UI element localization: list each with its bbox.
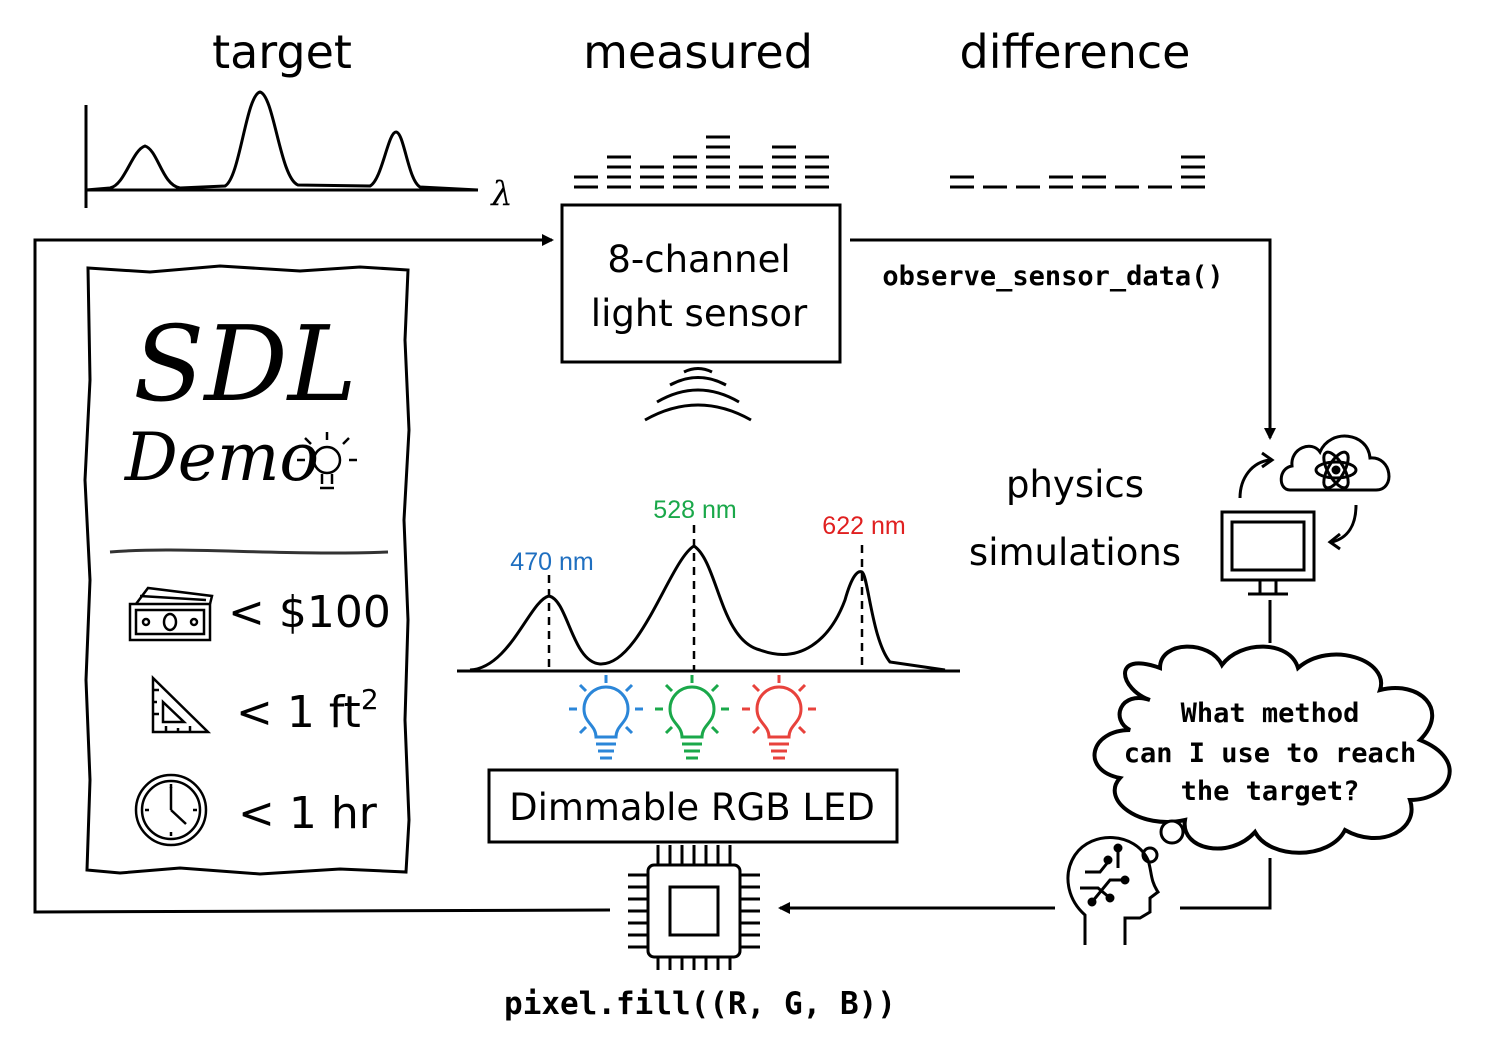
peak-label-470: 470 nm [510, 548, 593, 576]
difference-bar-channel-8 [1181, 155, 1205, 189]
peak-label-622: 622 nm [822, 512, 905, 540]
target-spectrum: λ [84, 90, 513, 214]
thought-cloud: What method can I use to reach the targe… [1092, 644, 1452, 864]
microcontroller-chip-icon [628, 845, 760, 970]
flow-arrows [33, 234, 1276, 914]
green-bulb-icon [655, 675, 729, 760]
measured-bar-channel-7 [772, 145, 796, 189]
sensor-waves-icon [644, 367, 752, 422]
set-square-icon [151, 675, 212, 734]
lightbulb-doodle-icon [297, 432, 357, 490]
difference-bar-channel-4 [1049, 175, 1073, 189]
sdl-demo-card: SDL Demo < $100 [83, 264, 411, 876]
peak-label-528: 528 nm [653, 496, 736, 524]
thought-line3: the target? [1181, 776, 1360, 807]
money-icon [128, 586, 214, 642]
physics-label: physics [1006, 463, 1144, 506]
measured-bar-channel-8 [805, 155, 829, 189]
card-title-demo: Demo [124, 419, 319, 496]
spec-cost: < $100 [228, 587, 391, 638]
blue-bulb-icon [569, 675, 643, 760]
measured-bar-channel-6 [739, 165, 763, 189]
measured-bar-channel-4 [673, 155, 697, 189]
thought-line2: can I use to reach [1124, 738, 1417, 769]
spec-size: < 1 ft2 [236, 683, 379, 738]
measured-bar-channel-1 [574, 175, 598, 189]
difference-bar-channel-5 [1082, 175, 1106, 189]
red-bulb-icon [742, 675, 816, 760]
measured-bar-channel-5 [706, 135, 730, 189]
difference-title: difference [960, 25, 1191, 79]
observe-sensor-data-label: observe_sensor_data() [882, 261, 1223, 292]
sensor-label-line1: 8-channel [607, 238, 790, 281]
spec-size-text: < 1 ft [236, 687, 361, 738]
pixel-fill-label: pixel.fill((R, G, B)) [504, 986, 896, 1022]
spec-time: < 1 hr [238, 788, 378, 839]
rgb-led-box: Dimmable RGB LED [487, 768, 899, 844]
difference-bars [950, 155, 1205, 189]
measured-bar-channel-3 [640, 165, 664, 189]
card-title-sdl: SDL [133, 303, 357, 425]
spec-size-sup: 2 [361, 683, 379, 716]
measured-title: measured [583, 25, 813, 79]
measured-bar-channel-2 [607, 155, 631, 189]
led-spectrum: 470 nm 528 nm 622 nm [457, 496, 960, 673]
ai-brain-head-icon [1066, 836, 1161, 945]
measured-bars [574, 135, 829, 189]
light-sensor-box: 8-channel light sensor [560, 203, 842, 364]
led-bulbs [569, 675, 816, 760]
rgb-led-label: Dimmable RGB LED [509, 786, 875, 829]
card-divider [109, 548, 389, 555]
thought-line1: What method [1181, 698, 1360, 729]
sensor-label-line2: light sensor [591, 292, 808, 335]
cloud-atom-icon [1279, 434, 1391, 492]
difference-bar-channel-1 [950, 175, 974, 189]
simulations-label: simulations [969, 531, 1181, 574]
cycle-arrows-icon [1238, 451, 1358, 551]
target-title: target [212, 25, 352, 79]
clock-icon [134, 773, 208, 847]
monitor-icon [1220, 510, 1316, 596]
lambda-axis-label: λ [489, 174, 513, 214]
